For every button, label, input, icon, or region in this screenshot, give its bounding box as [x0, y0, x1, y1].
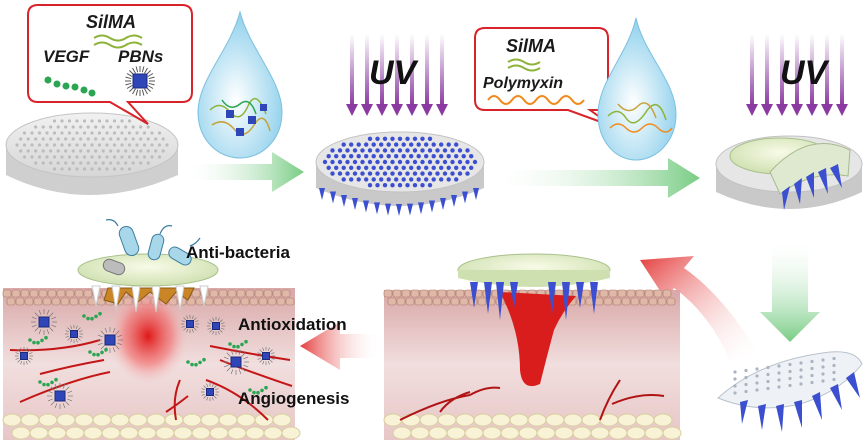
silma-label: SilMA	[86, 12, 136, 32]
skin-tissue-applied	[383, 289, 682, 440]
healing-arrow	[300, 322, 380, 370]
polymyxin-icon	[487, 95, 585, 105]
silma-fiber-icon	[93, 34, 143, 42]
wound-icon	[500, 292, 576, 387]
process-arrow-2	[488, 158, 700, 198]
precursor-droplet-1	[197, 10, 283, 159]
polymyxin-label: Polymyxin	[483, 75, 563, 92]
detached-microneedle-patch	[717, 351, 863, 432]
application-arrow	[640, 256, 760, 360]
vegf-label: VEGF	[43, 47, 90, 66]
pbn-nanoparticle-icon	[125, 66, 155, 96]
uv-label-left: UV	[369, 54, 420, 92]
uv-light-left: UV	[346, 34, 448, 116]
precursor-droplet-2	[597, 17, 677, 161]
skin-tissue-healing	[2, 285, 301, 440]
vegf-chain-icon	[44, 76, 96, 97]
bacteria-icon	[102, 219, 201, 276]
uv-light-right: UV	[746, 34, 848, 116]
applied-microneedle-patch	[457, 253, 611, 320]
process-arrow-1	[182, 152, 304, 192]
inflammation-area	[108, 288, 188, 384]
ingredients-bubble-2: SilMA Polymyxin	[474, 27, 613, 127]
angiogenesis-label: Angiogenesis	[238, 389, 349, 408]
process-arrow-down	[760, 236, 820, 342]
mold-with-patch	[715, 135, 863, 210]
pbns-label: PBNs	[118, 47, 163, 66]
uv-label-right: UV	[780, 54, 831, 92]
blank-mold	[5, 112, 179, 195]
ingredients-bubble-1: SilMA VEGF PBNs	[27, 4, 193, 125]
anti-bacterial-patch	[77, 219, 219, 287]
antioxidation-label: Antioxidation	[238, 315, 347, 334]
mold-with-microneedles	[315, 131, 485, 216]
anti-bacteria-label: Anti-bacteria	[186, 243, 290, 262]
silma-label-2: SilMA	[506, 36, 556, 56]
